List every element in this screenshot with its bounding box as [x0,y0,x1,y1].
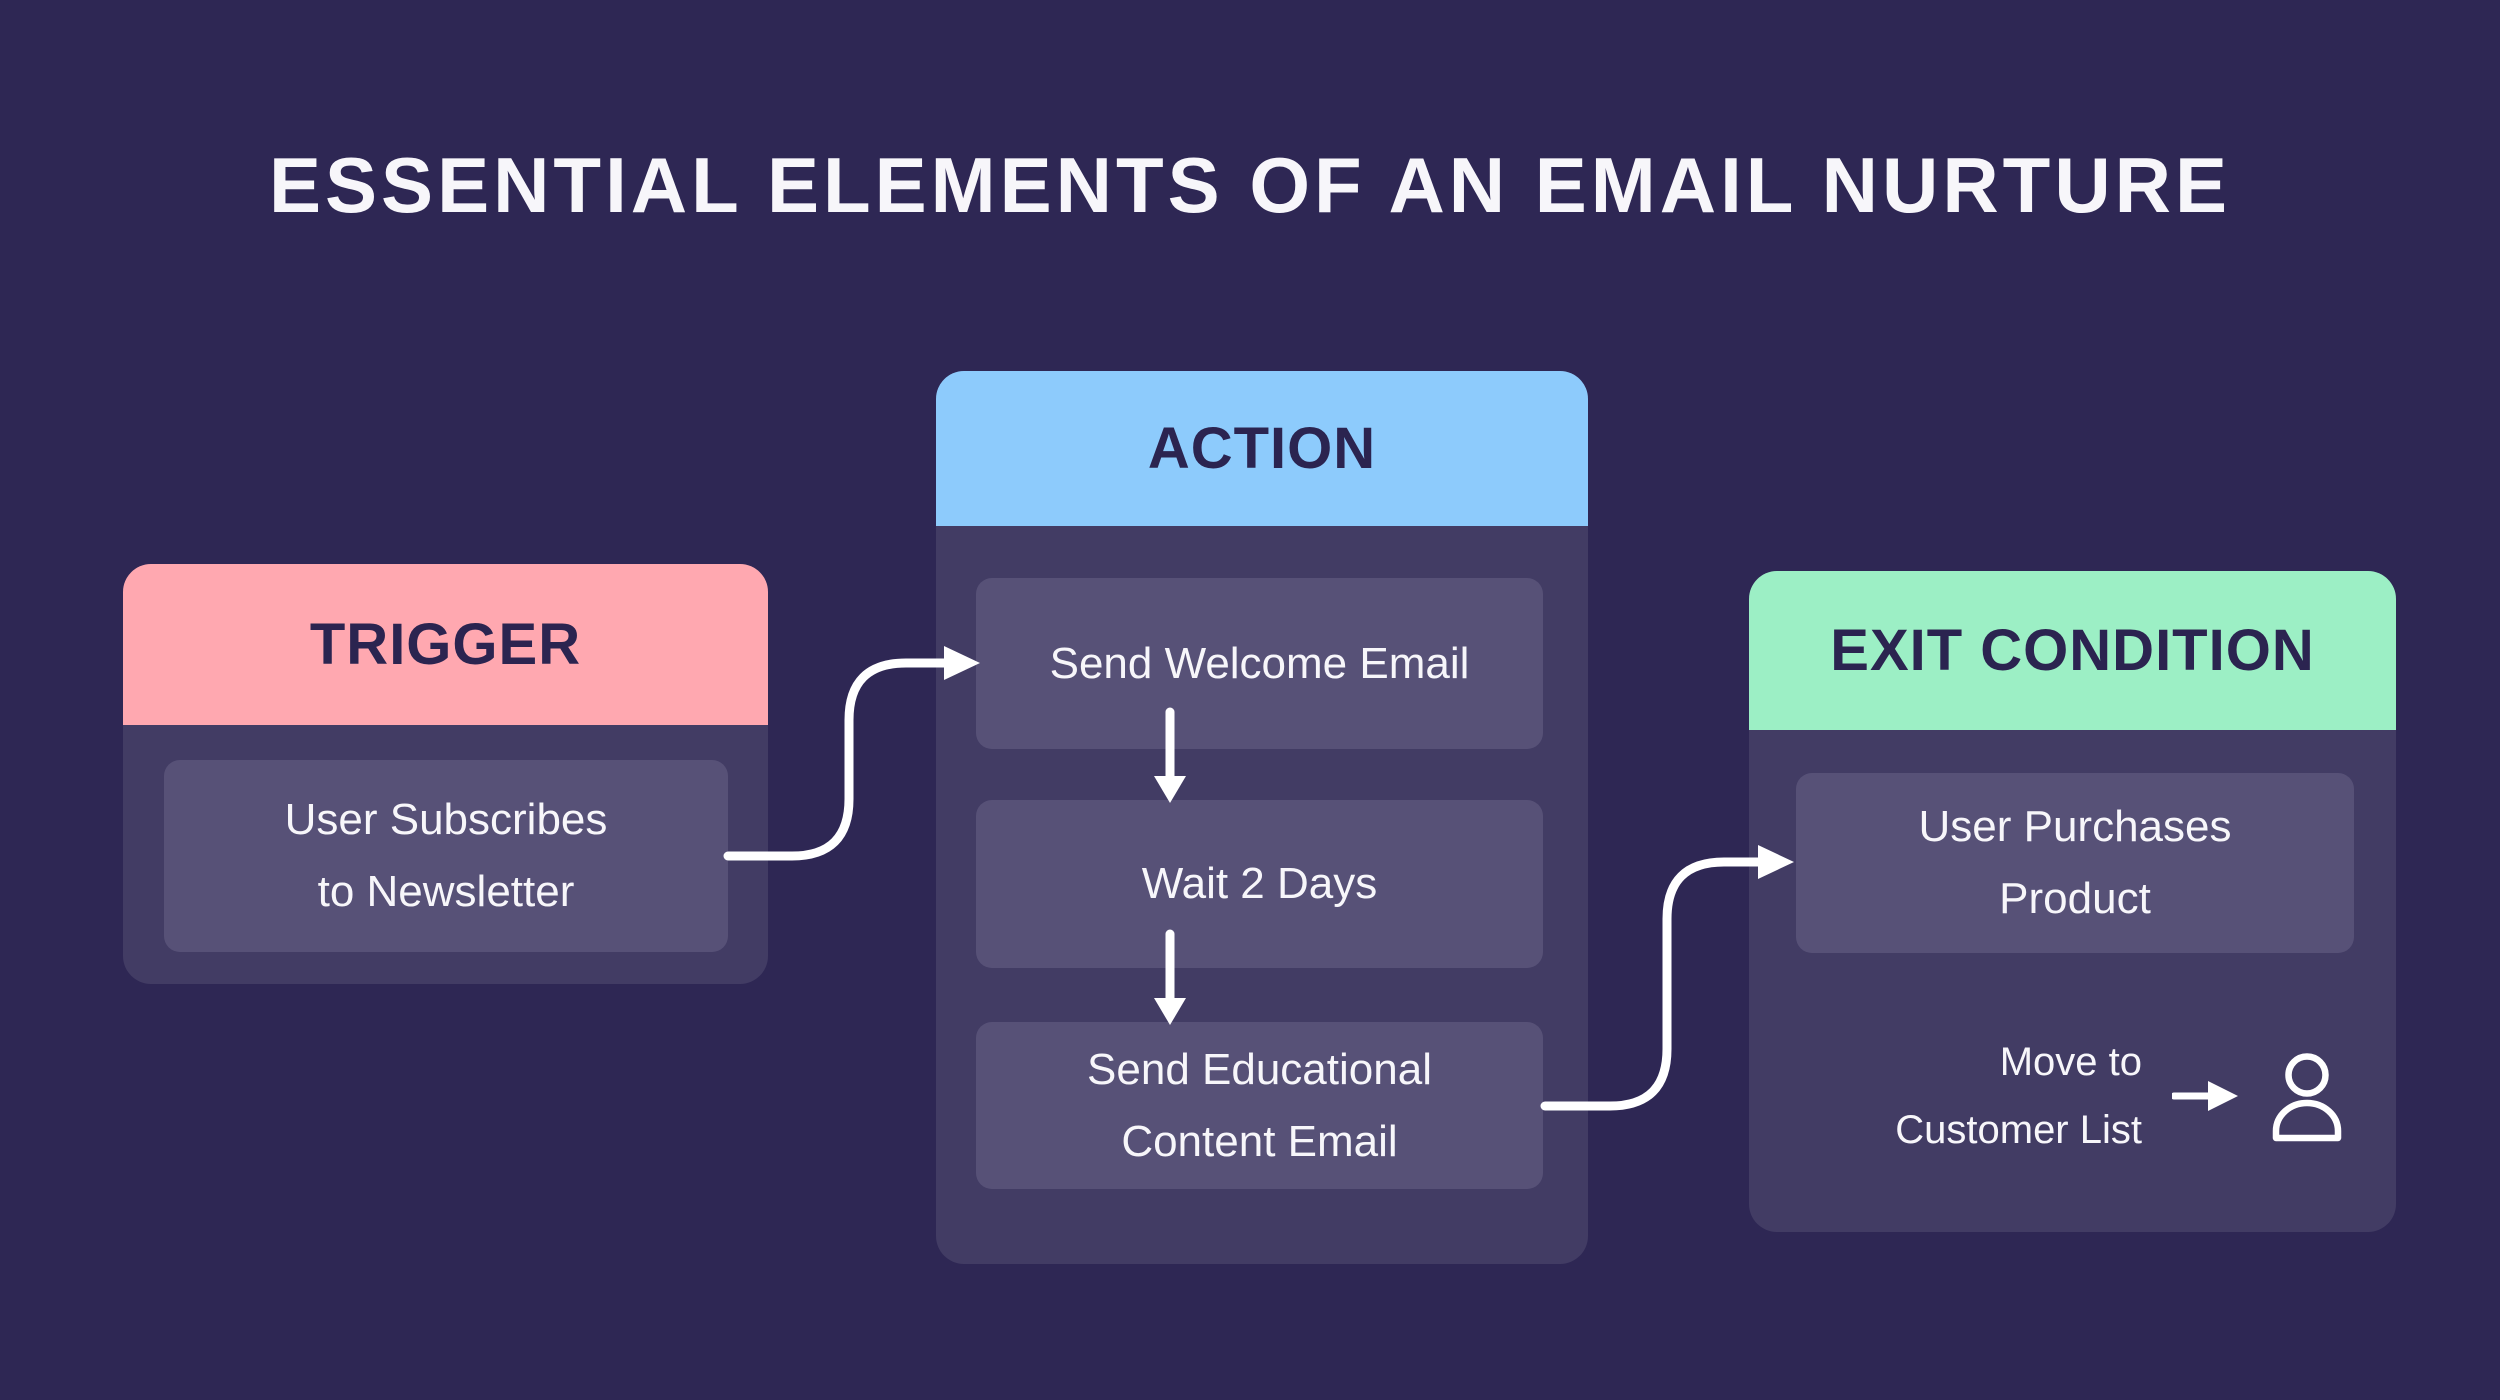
node-line: User Subscribes [284,795,608,844]
node-wait-2-days: Wait 2 Days [976,800,1543,968]
trigger-panel: TRIGGER User Subscribes to Newsletter [123,564,768,984]
action-panel: ACTION Send Welcome Email Wait 2 Days Se… [936,371,1588,1264]
action-panel-header: ACTION [936,371,1588,526]
node-line: to Newsletter [317,867,575,916]
page-title: ESSENTIAL ELEMENTS OF AN EMAIL NURTURE [269,141,2231,229]
footer-line: Customer List [1895,1108,2142,1152]
exit-condition-panel: EXIT CONDITION User Purchases Product Mo… [1749,571,2396,1232]
node-user-purchases-product: User Purchases Product [1796,773,2354,953]
node-user-subscribes: User Subscribes to Newsletter [164,760,728,952]
arrow-right-icon [2172,1081,2238,1111]
footer-line: Move to [1999,1040,2142,1084]
node-send-educational-email: Send Educational Content Email [976,1022,1543,1189]
node-line: Send Welcome Email [1049,638,1470,688]
exit-panel-header: EXIT CONDITION [1749,571,2396,730]
node-line: User Purchases [1918,802,2232,851]
person-icon [2272,1053,2342,1142]
move-to-customer-list-row: Move to Customer List [1796,1026,2358,1166]
node-line: Wait 2 Days [1141,859,1378,908]
node-line: Product [1999,874,2151,923]
node-line: Content Email [1121,1116,1398,1166]
node-line: Send Educational [1087,1044,1432,1094]
node-send-welcome-email: Send Welcome Email [976,578,1543,749]
move-to-customer-list-label: Move to Customer List [1895,1028,2142,1164]
trigger-panel-header: TRIGGER [123,564,768,725]
